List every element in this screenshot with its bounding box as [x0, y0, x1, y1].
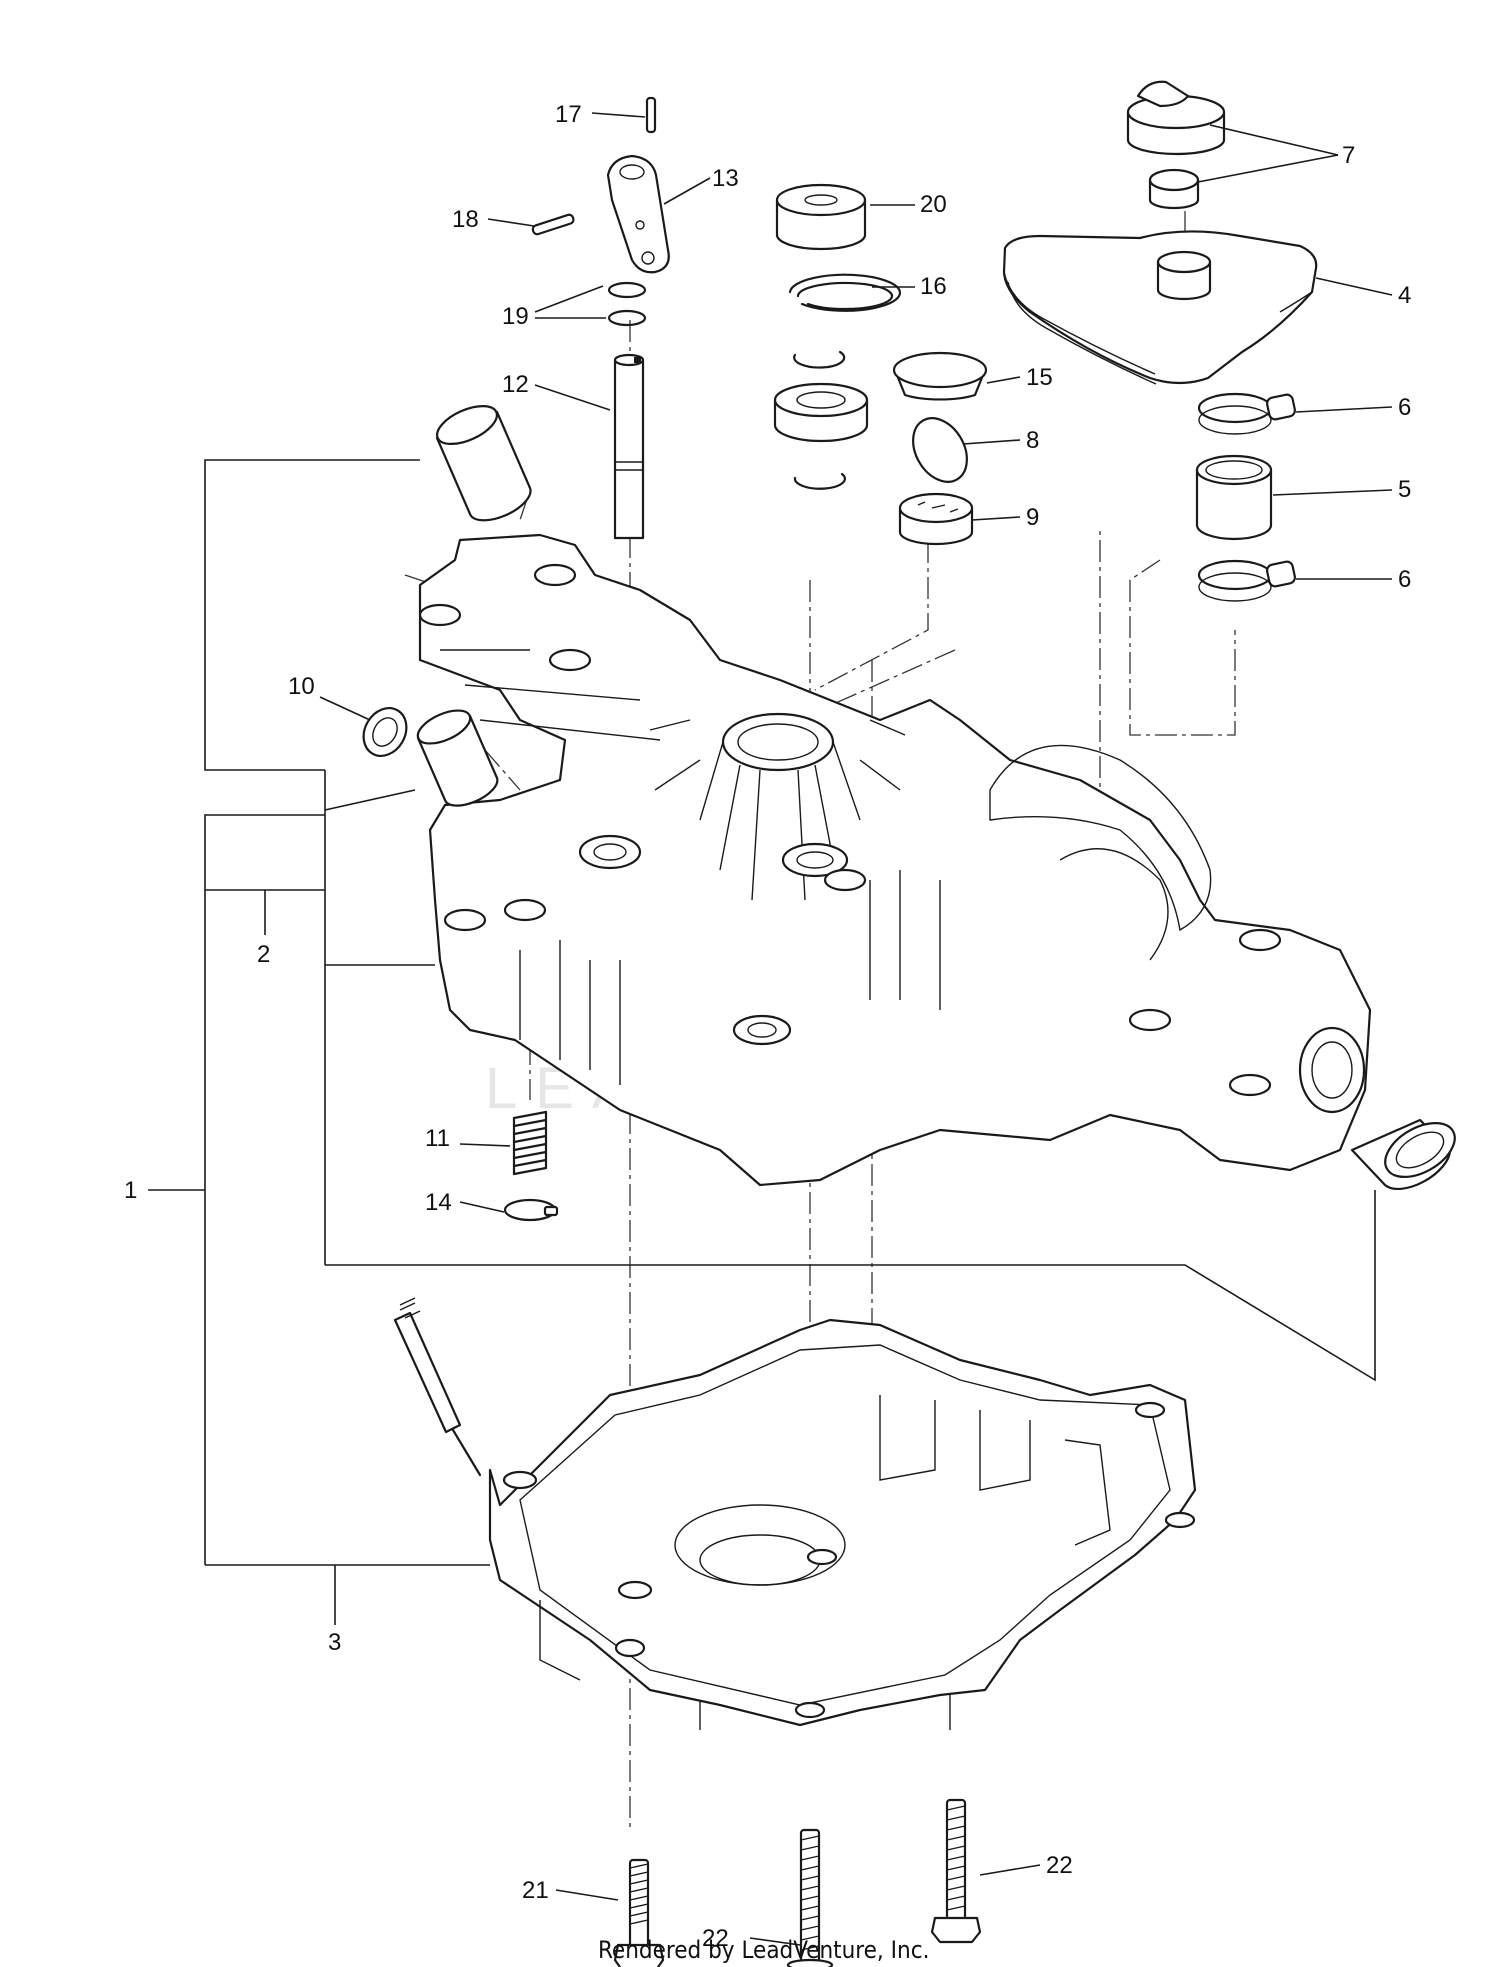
bushing-left	[416, 709, 499, 807]
callout-13: 13	[712, 165, 739, 192]
callout-19: 19	[502, 303, 529, 330]
part-14-ring	[503, 1198, 559, 1222]
part-5-hose	[1195, 454, 1273, 541]
callout-4: 4	[1398, 282, 1411, 309]
callout-15: 15	[1026, 364, 1053, 391]
part-18-pin	[531, 213, 575, 236]
callout-20: 20	[920, 191, 947, 218]
part-11-spring	[512, 1110, 548, 1176]
bushing-upper-left	[435, 405, 532, 522]
part-16-snap-ring	[788, 273, 902, 312]
callout-3: 3	[328, 1629, 341, 1656]
upper-housing	[418, 533, 1372, 1187]
part-21-bolt	[613, 1858, 665, 1967]
lower-housing	[393, 1297, 1197, 1730]
bearing-stack	[773, 350, 869, 490]
callout-21: 21	[522, 1877, 549, 1904]
part-13-lever	[606, 154, 670, 274]
part-9-filter	[898, 492, 974, 546]
part-19-o-rings	[607, 281, 647, 327]
callout-12: 12	[502, 371, 529, 398]
callout-8: 8	[1026, 427, 1039, 454]
callout-6-lower: 6	[1398, 566, 1411, 593]
part-22-bolt-center	[786, 1828, 834, 1967]
callout-labels: 1 2 3 4 5 6 6 7 8 9 10 11 12 13 14 15 16…	[124, 101, 1411, 1952]
callout-7: 7	[1342, 142, 1355, 169]
bushing-right	[1350, 1118, 1456, 1191]
callout-2: 2	[257, 941, 270, 968]
callout-18: 18	[452, 206, 479, 233]
part-8-disc	[912, 417, 968, 483]
callout-22-right: 22	[1046, 1852, 1073, 1879]
part-22-bolt-right	[930, 1798, 982, 1944]
callout-10: 10	[288, 673, 315, 700]
part-10-seal	[362, 707, 408, 757]
footer-credit: Rendered by LeadVenture, Inc.	[598, 1936, 929, 1964]
part-7-cap	[1126, 80, 1226, 210]
part-6-clamp-upper	[1197, 392, 1296, 435]
callout-16: 16	[920, 273, 947, 300]
callout-22-left: 22	[702, 1925, 729, 1952]
part-17-pin	[645, 96, 657, 134]
part-6-clamp-lower	[1197, 559, 1296, 602]
callout-9: 9	[1026, 504, 1039, 531]
leader-lines	[319, 112, 1393, 1946]
callout-1: 1	[124, 1177, 137, 1204]
callout-11: 11	[425, 1125, 450, 1152]
part-12-shaft	[613, 353, 645, 540]
part-4-reservoir	[1002, 230, 1318, 385]
part-20-seal	[775, 183, 867, 251]
assembly-bracket	[148, 459, 1376, 1625]
callout-6-upper: 6	[1398, 394, 1411, 421]
callout-17: 17	[555, 101, 582, 128]
part-15-cap	[892, 351, 988, 401]
callout-5: 5	[1398, 476, 1411, 503]
callout-14: 14	[425, 1189, 452, 1216]
